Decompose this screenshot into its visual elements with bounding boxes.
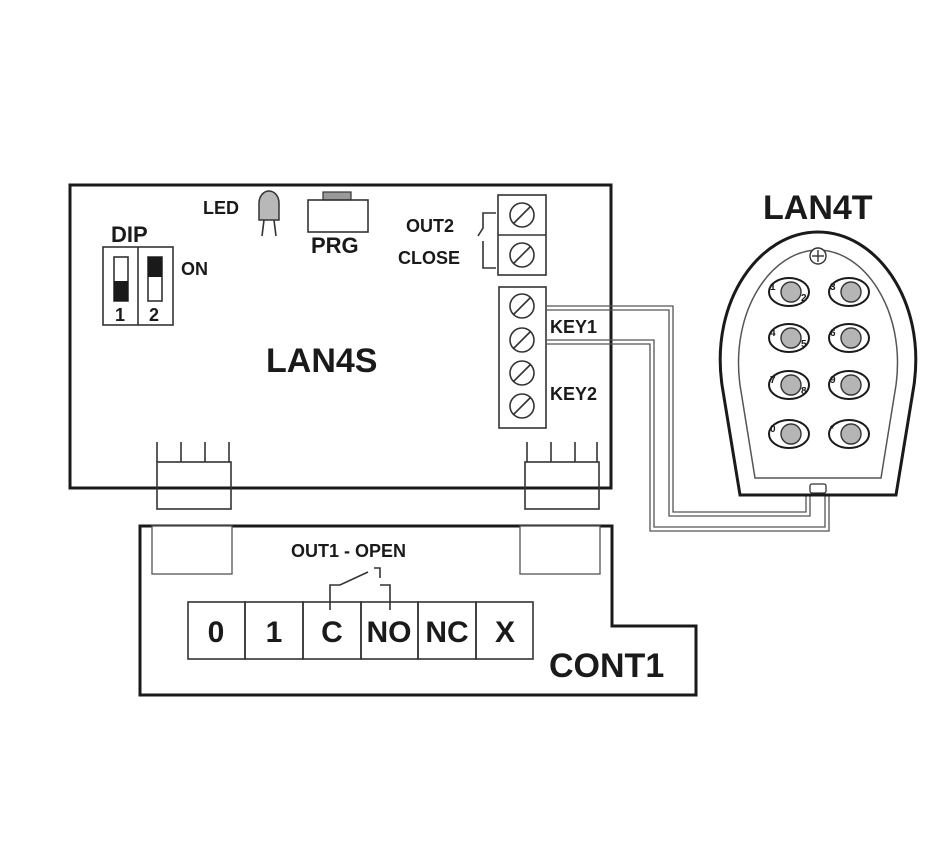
keypad-key[interactable]: 45 bbox=[768, 323, 810, 353]
keypad-key[interactable]: 3 bbox=[828, 277, 870, 307]
keypad-key-label: 1 bbox=[770, 282, 776, 293]
screw-icon bbox=[809, 247, 827, 265]
relay-contact-icon bbox=[329, 567, 391, 610]
keypad-inner-face bbox=[737, 249, 899, 479]
cont1-title: CONT1 bbox=[549, 647, 664, 685]
keypad-key[interactable]: 12 bbox=[768, 277, 810, 307]
prg-button[interactable] bbox=[307, 191, 369, 233]
lan4t-title: LAN4T bbox=[763, 189, 873, 227]
lan4s-board: DIP ON 1 2 LED PRG OUT2 CLOSE bbox=[68, 183, 613, 510]
dip-switch bbox=[102, 246, 174, 326]
lan4s-board-outline bbox=[68, 183, 613, 490]
key-wires bbox=[546, 305, 830, 532]
terminal-x: X bbox=[495, 616, 515, 649]
keypad-key-sublabel: 5 bbox=[801, 339, 807, 350]
close-label: CLOSE bbox=[398, 248, 460, 268]
keypad-key[interactable]: 0 bbox=[768, 419, 810, 449]
keypad-key[interactable]: 6 bbox=[828, 323, 870, 353]
out2-terminal-block bbox=[477, 194, 547, 276]
cable-entry bbox=[809, 483, 827, 494]
dip-number-2: 2 bbox=[149, 305, 159, 325]
keypad-key-label: 9 bbox=[830, 375, 836, 386]
terminal-c: C bbox=[321, 616, 343, 649]
keypad-key-label: 0 bbox=[770, 424, 776, 435]
dip-label: DIP bbox=[111, 222, 148, 247]
terminal-strip bbox=[187, 601, 534, 660]
led-icon bbox=[258, 190, 280, 237]
terminal-no: NO bbox=[367, 616, 412, 649]
keypad-key-sublabel: 2 bbox=[801, 293, 807, 304]
cont1-controller: OUT1 - OPEN 0 1 C NO NC X CONT1 bbox=[138, 524, 698, 697]
terminal-0: 0 bbox=[208, 616, 225, 649]
key-terminal-block bbox=[498, 286, 547, 429]
connector-right bbox=[524, 442, 600, 510]
key2-label: KEY2 bbox=[550, 384, 597, 404]
lan4s-title: LAN4S bbox=[266, 342, 377, 380]
keypad-key-label: 3 bbox=[830, 282, 836, 293]
connector-left bbox=[156, 442, 232, 510]
keypad-key-label: 6 bbox=[830, 328, 836, 339]
dip-number-1: 1 bbox=[115, 305, 125, 325]
keypad-key[interactable]: * bbox=[828, 419, 870, 449]
keypad-key[interactable]: 78 bbox=[768, 370, 810, 400]
keypad-key[interactable]: 9 bbox=[828, 370, 870, 400]
terminal-1: 1 bbox=[266, 616, 283, 649]
led-label: LED bbox=[203, 198, 239, 218]
prg-label: PRG bbox=[311, 233, 359, 258]
terminal-nc: NC bbox=[425, 616, 468, 649]
keypad-key-label: * bbox=[830, 424, 834, 435]
relay-label: OUT1 - OPEN bbox=[291, 541, 406, 561]
cont1-outline bbox=[138, 524, 698, 697]
dip-on-label: ON bbox=[181, 259, 208, 279]
keypad-key-sublabel: 8 bbox=[801, 386, 807, 397]
out2-label: OUT2 bbox=[406, 216, 454, 236]
key1-label: KEY1 bbox=[550, 317, 597, 337]
keypad-key-label: 4 bbox=[770, 328, 776, 339]
keypad-key-label: 7 bbox=[770, 375, 776, 386]
